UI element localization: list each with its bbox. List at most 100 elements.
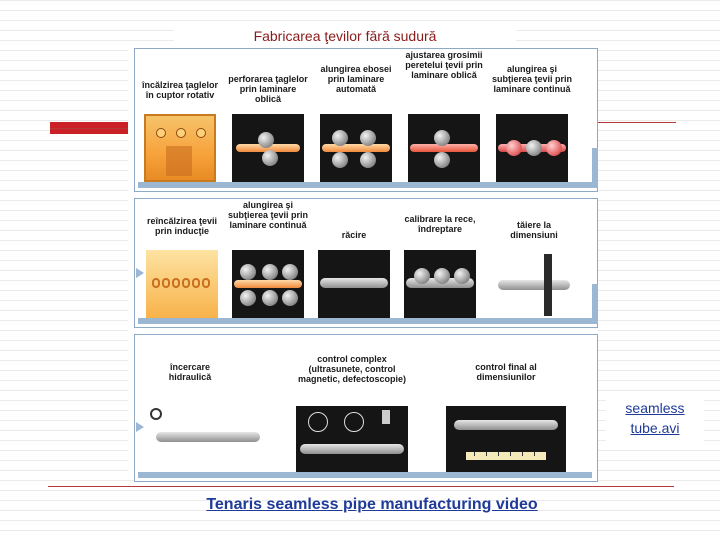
cooling-bed-tube [320, 278, 388, 288]
ruler-tick [474, 452, 475, 456]
coil-icon [182, 278, 190, 288]
roll-icon [332, 152, 348, 168]
roll-icon [414, 268, 430, 284]
ultrasound-icon [308, 412, 328, 432]
roll-icon [434, 268, 450, 284]
cutting-illustration [498, 250, 570, 318]
roll-icon [360, 152, 376, 168]
billet-icon [176, 128, 186, 138]
step-label: răcire [341, 230, 367, 240]
step-label: alungirea şi subţierea ţevii prin lamina… [227, 200, 309, 230]
tenaris-video-link[interactable]: Tenaris seamless pipe manufacturing vide… [206, 496, 538, 513]
elongation-illustration [320, 114, 392, 182]
billet-icon [156, 128, 166, 138]
roll-icon [240, 264, 256, 280]
roll-icon [454, 268, 470, 284]
step-label: alungirea şi subţierea ţevii prin lamina… [491, 64, 573, 94]
roll-icon [506, 140, 522, 156]
step-label: perforarea ţaglelor prin laminare oblică [228, 74, 308, 104]
roll-icon [240, 290, 256, 306]
saw-blade-icon [544, 254, 552, 316]
roll-icon [332, 130, 348, 146]
hydro-test-illustration [148, 406, 266, 472]
step-piercing: perforarea ţaglelor prin laminare oblică [228, 52, 308, 182]
measuring-ruler [466, 452, 546, 460]
coil-icon [172, 278, 180, 288]
step-label: ajustarea grosimii peretelui ţevii prin … [405, 50, 483, 80]
roll-icon [262, 264, 278, 280]
step-furnace: încălzirea ţaglelor în cuptor rotativ [142, 52, 218, 182]
ruler-tick [498, 452, 499, 456]
roll-icon [262, 150, 278, 166]
ruler-tick [486, 452, 487, 456]
row-1-belt [138, 182, 592, 188]
divider-line-bottom [48, 486, 674, 487]
coil-icon [152, 278, 160, 288]
magnet-icon [344, 412, 364, 432]
tube-bar [322, 144, 390, 152]
step-final-control: control final al dimensiunilor [446, 338, 566, 472]
roll-icon [546, 140, 562, 156]
coil-icon [162, 278, 170, 288]
step-induction: reîncălzirea ţevii prin inducţie [146, 202, 218, 318]
row-1-connector [592, 148, 598, 188]
straightening-illustration [404, 250, 476, 318]
roll-icon [360, 130, 376, 146]
piercing-illustration [232, 114, 304, 182]
continuous-illustration [496, 114, 568, 182]
cooling-illustration [318, 250, 390, 318]
step-label: control complex (ultrasunete, control ma… [297, 354, 407, 384]
step-label: alungirea ebosei prin laminare automată [320, 64, 392, 94]
step-hydro-test: încercare hidraulică [148, 338, 268, 472]
sizing-illustration [408, 114, 480, 182]
roll-icon [282, 264, 298, 280]
coil-icon [192, 278, 200, 288]
furnace-illustration [144, 114, 216, 182]
slide-title: Fabricarea ţevilor fără sudură [174, 24, 516, 48]
step-label: control final al dimensiunilor [475, 362, 537, 382]
step-elongation: alungirea ebosei prin laminare automată [320, 52, 392, 182]
stretch-illustration [232, 250, 304, 318]
step-continuous: alungirea şi subţierea ţevii prin lamina… [492, 52, 572, 182]
step-label: încercare hidraulică [168, 362, 212, 382]
roll-icon [434, 130, 450, 146]
step-cutting: tăiere la dimensiuni [498, 202, 570, 318]
divider-line-top-right [598, 122, 676, 123]
step-label: calibrare la rece, îndreptare [404, 214, 476, 234]
ruler-tick [534, 452, 535, 456]
tube-bar [498, 280, 570, 290]
induction-illustration [146, 250, 218, 318]
step-label: tăiere la dimensiuni [510, 220, 558, 240]
process-diagram: încălzirea ţaglelor în cuptor rotativ pe… [128, 48, 598, 482]
ruler-tick [510, 452, 511, 456]
roll-icon [282, 290, 298, 306]
row-2-connector [592, 284, 598, 324]
row-3-belt [138, 472, 592, 478]
step-cooling: răcire [318, 202, 390, 318]
roll-icon [262, 290, 278, 306]
test-tube [300, 444, 404, 454]
ruler-tick [522, 452, 523, 456]
pressure-gauge-icon [150, 408, 162, 420]
step-ndt: control complex (ultrasunete, control ma… [296, 338, 408, 472]
final-control-illustration [446, 406, 566, 472]
probe-icon [382, 410, 390, 424]
step-label: încălzirea ţaglelor în cuptor rotativ [141, 80, 219, 100]
step-label: reîncălzirea ţevii prin inducţie [146, 216, 218, 236]
tube-bar [234, 280, 302, 288]
coil-icon [202, 278, 210, 288]
test-tube [454, 420, 558, 430]
flow-arrow-icon [136, 422, 144, 432]
step-stretch-reducing: alungirea şi subţierea ţevii prin lamina… [228, 200, 308, 318]
divider-line-top-left [50, 128, 128, 129]
billet-bar [236, 144, 300, 152]
seamless-tube-video-link[interactable]: seamless tube.avi [606, 395, 704, 441]
roll-icon [526, 140, 542, 156]
test-tube [156, 432, 260, 442]
roll-icon [258, 132, 274, 148]
roll-icon [434, 152, 450, 168]
step-sizing: ajustarea grosimii peretelui ţevii prin … [405, 50, 483, 182]
flow-arrow-icon [136, 268, 144, 278]
tube-bar [410, 144, 478, 152]
ndt-illustration [296, 406, 408, 472]
